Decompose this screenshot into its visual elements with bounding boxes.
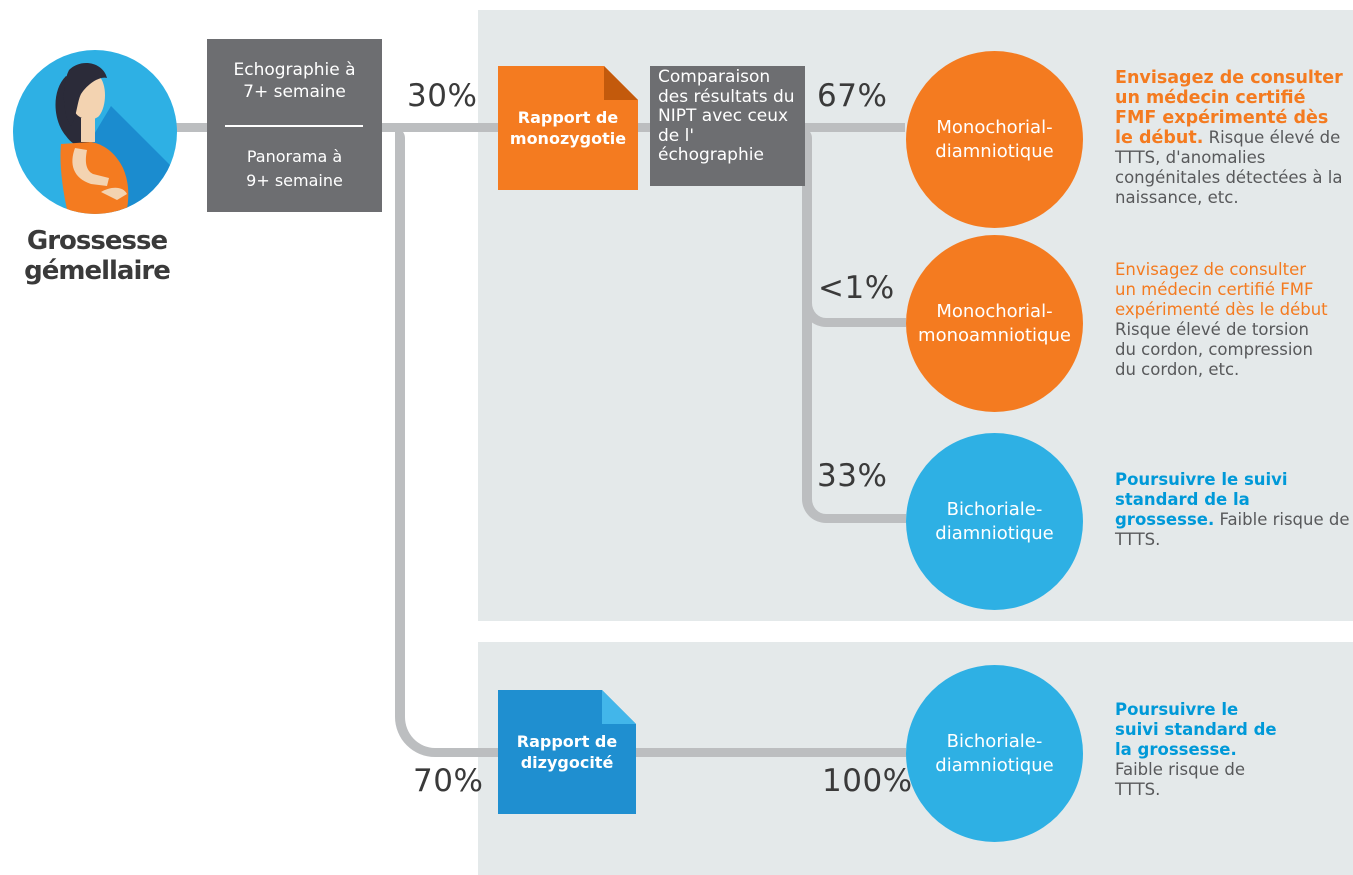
note-mcma: Envisagez de consulter un médecin certif… xyxy=(1115,260,1328,379)
percent-dcda-dizygotic: 100% xyxy=(822,763,913,799)
connector-mcma xyxy=(828,318,906,327)
document-icon xyxy=(498,66,638,190)
connector-dizygotic xyxy=(436,748,906,757)
page-title: Grossesse gémellaire xyxy=(12,226,182,286)
document-icon xyxy=(498,690,636,814)
percent-dcda: 33% xyxy=(817,458,888,494)
screening-divider xyxy=(225,125,363,127)
connector-mcma-curve xyxy=(802,296,832,327)
outcome-dcda-dizygotic: Bichoriale-diamniotique xyxy=(906,665,1083,842)
echography-label: Echographie à 7+ semaine xyxy=(233,60,356,102)
connector-dizygotic-curve xyxy=(395,700,440,757)
percent-mcma: <1% xyxy=(818,270,895,306)
connector-dcda xyxy=(828,514,906,523)
outcome-mcma: Monochorial-monoamniotique xyxy=(906,235,1083,412)
note-dcda: Poursuivre le suivi standard de la gross… xyxy=(1115,470,1350,549)
outcome-dcda: Bichoriale-diamniotique xyxy=(906,433,1083,610)
comparison-box: Comparaison des résultats du NIPT avec c… xyxy=(650,66,805,186)
percent-monozygotic: 30% xyxy=(407,78,478,114)
title-line2: gémellaire xyxy=(24,256,171,286)
note-mcda: Envisagez de consulter un médecin certif… xyxy=(1115,68,1343,207)
connector-down-to-dizygotic xyxy=(395,128,405,703)
note-dcda-dizygotic: Poursuivre le suivi standard de la gross… xyxy=(1115,700,1277,799)
screening-box: Echographie à 7+ semaine Panorama à 9+ s… xyxy=(207,39,382,212)
pregnant-woman-icon xyxy=(13,50,177,214)
panorama-label: Panorama à 9+ semaine xyxy=(246,147,343,190)
outcome-mcda: Monochorial-diamniotique xyxy=(906,51,1083,228)
title-line1: Grossesse xyxy=(26,226,168,256)
percent-dizygotic: 70% xyxy=(413,763,484,799)
percent-mcda: 67% xyxy=(817,78,888,114)
connector-dcda-curve xyxy=(802,484,832,523)
pregnant-woman-avatar xyxy=(11,36,181,226)
